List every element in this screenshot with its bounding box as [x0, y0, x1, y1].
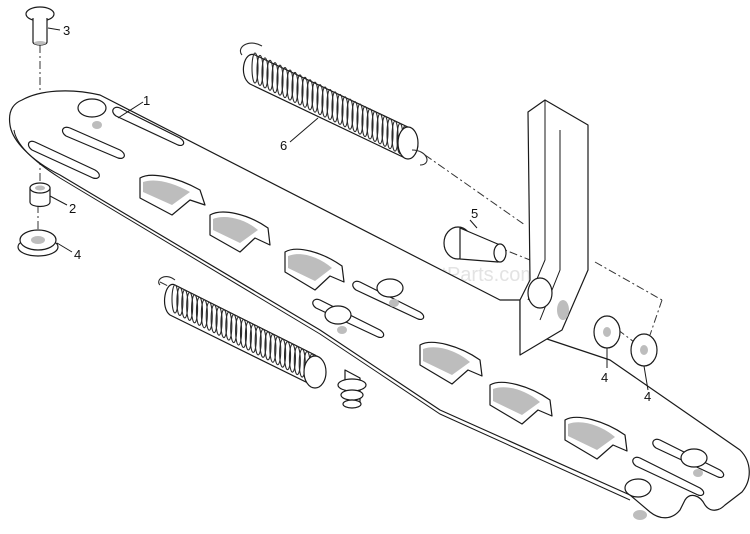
callout-2: 2	[69, 201, 76, 216]
spring-coil	[210, 304, 218, 334]
spring-coil	[256, 54, 264, 86]
shoulder-bolt	[443, 226, 507, 263]
spring-coil	[381, 115, 389, 147]
flange-nut-left	[17, 229, 59, 257]
spring-coil	[249, 323, 257, 353]
callout-4-left: 4	[74, 247, 81, 262]
spring-coil	[200, 299, 208, 329]
spring-coil	[283, 341, 292, 371]
spring-coil	[266, 59, 274, 91]
leader-lines	[47, 27, 649, 391]
spring-coil	[346, 98, 354, 130]
spring-coil	[279, 338, 287, 368]
spring-coil	[296, 74, 304, 106]
spring-coil	[186, 291, 194, 321]
spring-coil	[306, 79, 314, 111]
spring-coil	[254, 326, 262, 356]
spring-coil	[351, 101, 359, 133]
spring-coil	[181, 289, 189, 319]
spring-coil	[311, 81, 319, 113]
callout-3: 3	[63, 23, 70, 38]
spring-coil	[301, 76, 309, 108]
spring-coil	[259, 328, 267, 358]
spring-coil	[176, 286, 184, 317]
spring-coil	[269, 333, 277, 363]
spring-coil	[366, 108, 374, 140]
spring-coil	[286, 69, 294, 101]
callout-4-middle: 4	[601, 370, 608, 385]
spring-coil	[230, 314, 238, 344]
spring-coil	[288, 343, 296, 373]
spring-coil	[276, 64, 284, 96]
spring-coil	[336, 93, 344, 125]
spring-coil	[235, 316, 243, 346]
spring-coil	[391, 120, 399, 152]
spring-coil	[291, 71, 299, 104]
extension-spring-upper	[240, 42, 428, 166]
spring-coil	[271, 62, 279, 94]
carriage-bolts	[77, 98, 708, 520]
callout-6: 6	[280, 138, 287, 153]
spring-coil	[371, 110, 379, 142]
callout-4-right: 4	[644, 389, 651, 404]
spring-coil	[225, 311, 233, 341]
spring-coil	[386, 118, 394, 150]
extension-spring-lower	[158, 276, 327, 389]
spring-coil	[356, 103, 364, 135]
callout-5: 5	[471, 206, 478, 221]
spring-coil	[171, 284, 179, 314]
spacer	[29, 182, 51, 208]
spring-coil	[376, 113, 384, 145]
spring-coil	[251, 52, 259, 84]
spring-coil	[361, 105, 369, 138]
washers-right	[593, 315, 658, 367]
spring-coil	[261, 57, 269, 89]
spring-coil	[215, 306, 223, 336]
spring-coil	[321, 86, 329, 118]
spring-coil	[191, 294, 199, 324]
spring-coil	[239, 318, 248, 349]
spring-coil	[341, 96, 349, 128]
clevis-pin	[25, 6, 55, 46]
spring-coil	[244, 321, 252, 351]
callout-1: 1	[143, 93, 150, 108]
spring-coil	[326, 88, 334, 121]
spring-coil	[195, 296, 204, 326]
callout-labels: 3 1 2 4 6 5 4 4	[63, 23, 651, 404]
upright-bracket	[519, 99, 589, 356]
spring-coil	[281, 67, 289, 99]
spring-coil	[331, 91, 339, 123]
spring-coil	[293, 346, 301, 376]
spring-coil	[205, 301, 213, 331]
spring-coil	[220, 309, 228, 339]
spring-coil	[316, 84, 324, 116]
spring-coil	[274, 336, 282, 366]
spring-coil	[264, 331, 272, 361]
bracket-plate	[8, 90, 750, 519]
